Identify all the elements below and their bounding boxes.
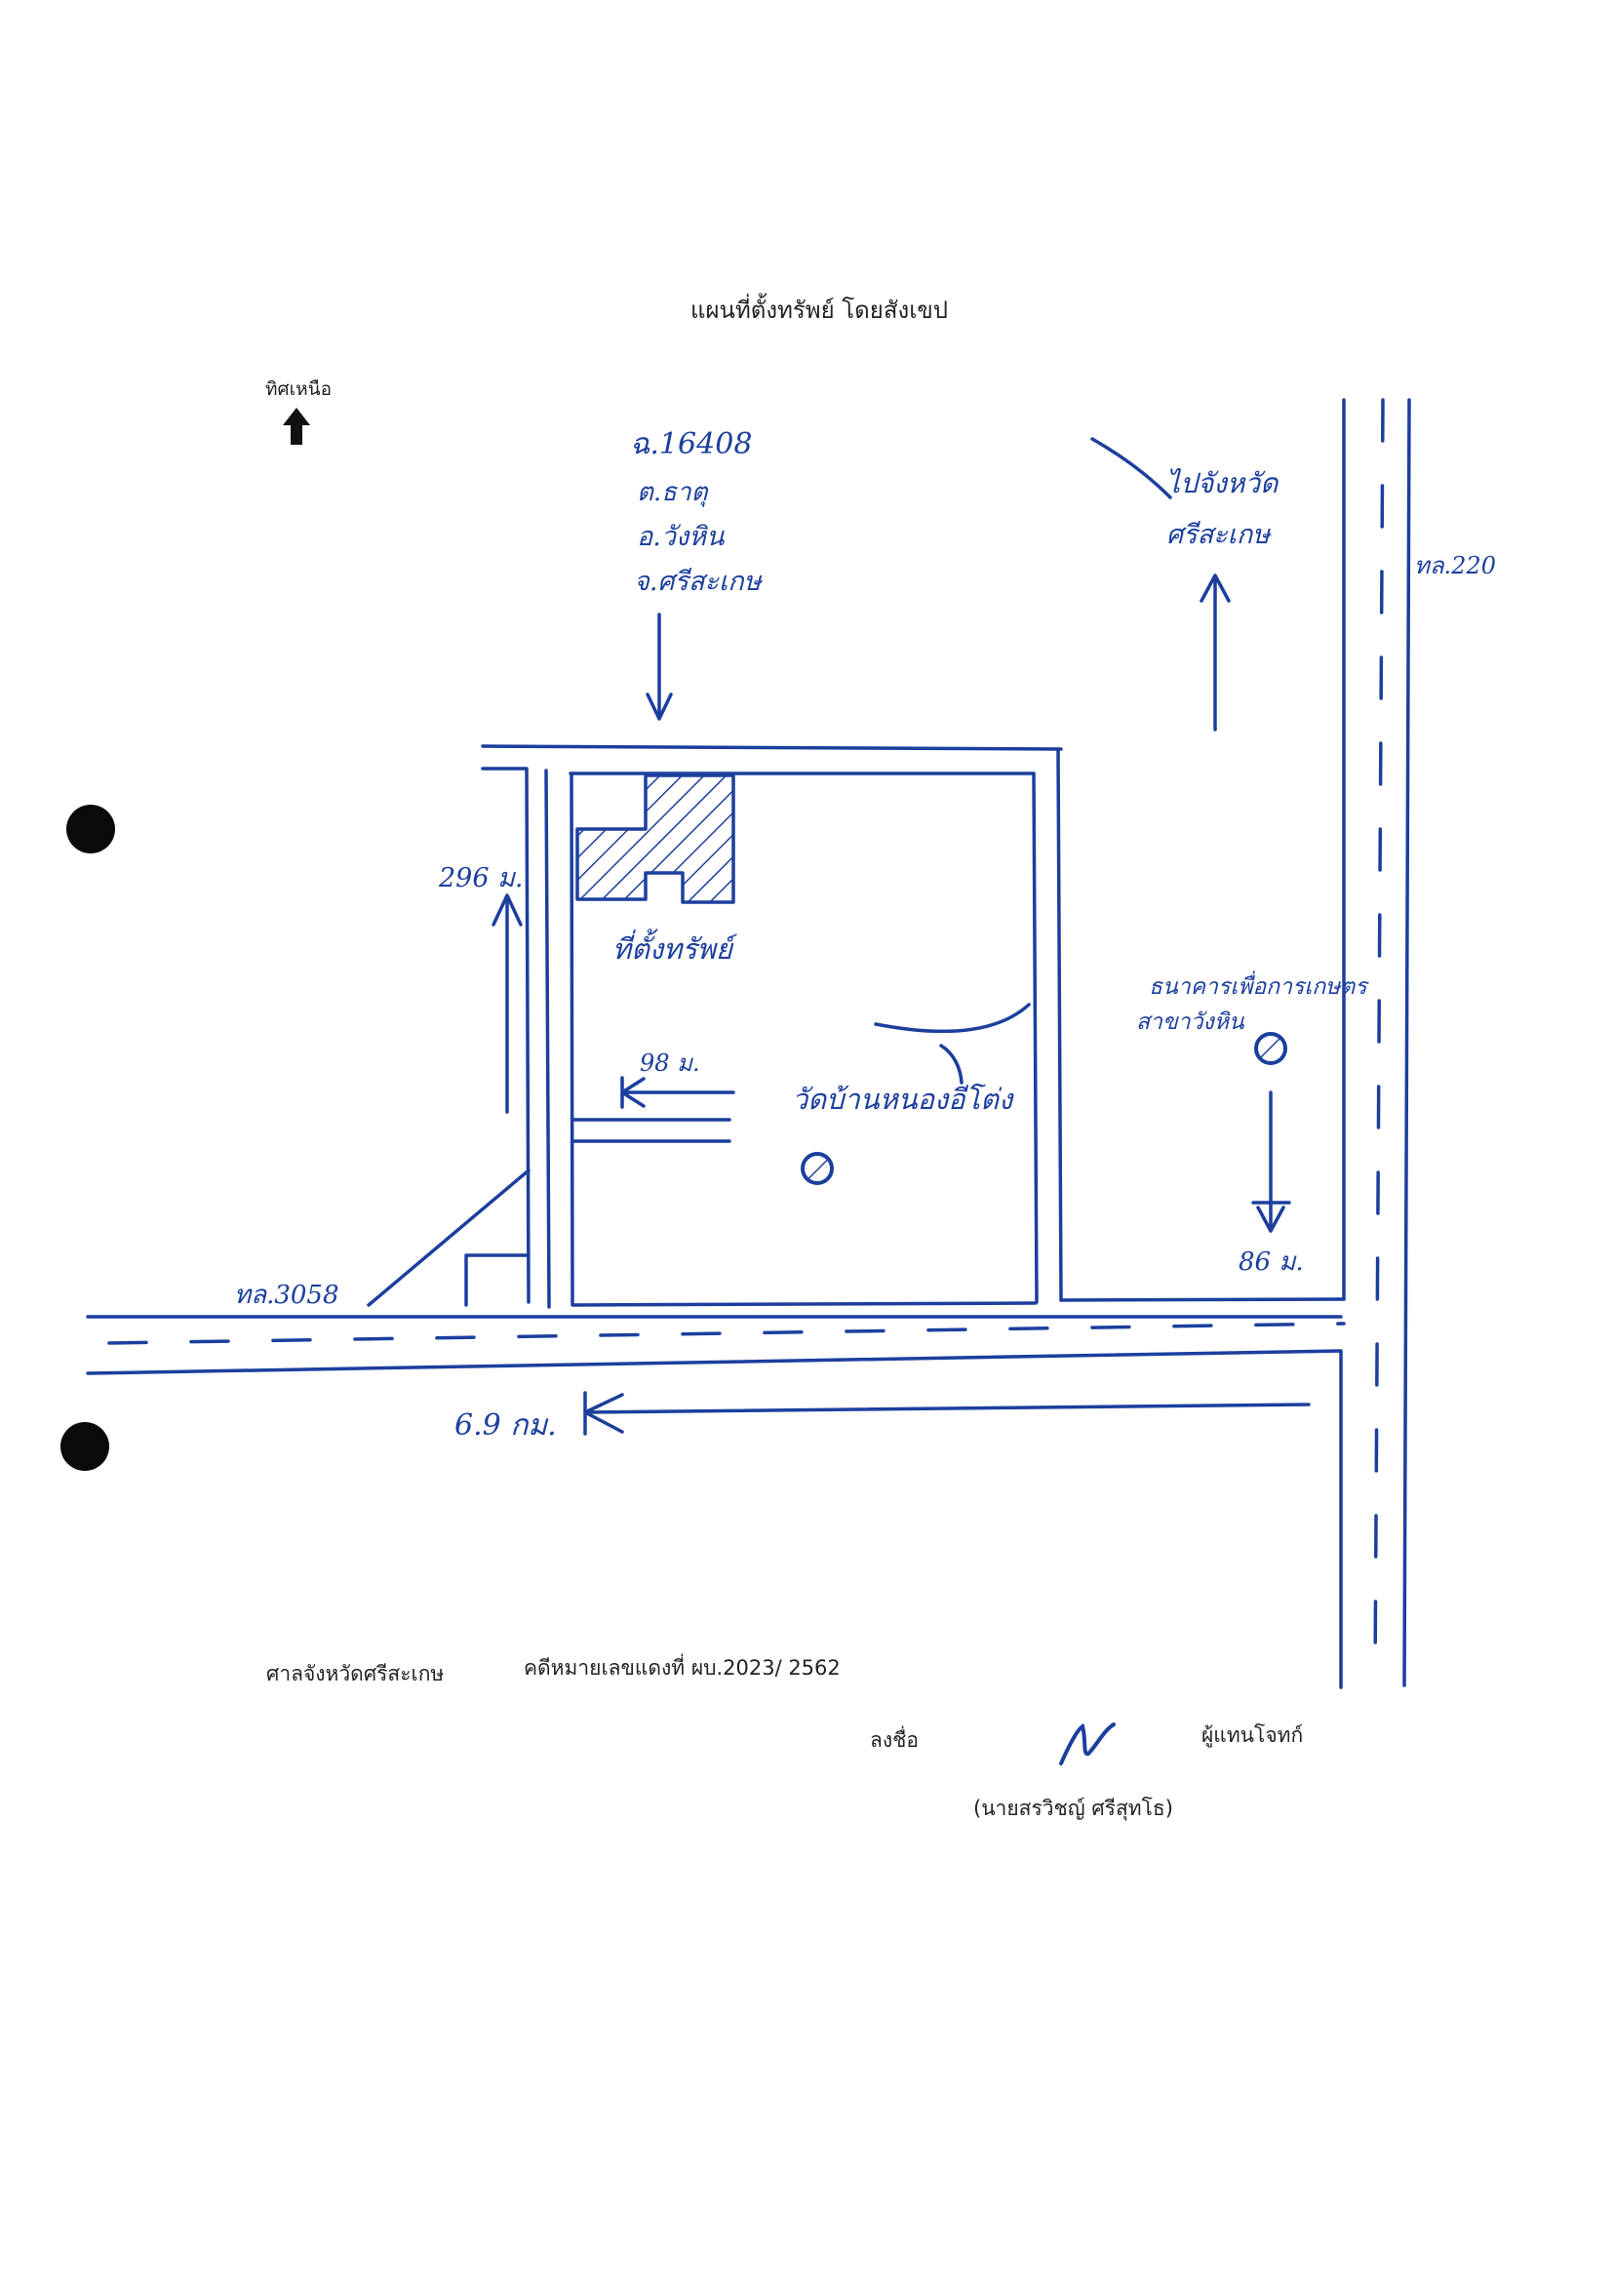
north-boundary-line	[481, 744, 1063, 751]
temple-pointer-2	[939, 1044, 964, 1085]
distance-junction-label: 6.9 กม.	[454, 1408, 557, 1443]
case-number: คดีหมายเลขแดงที่ ผบ.2023/ 2562	[524, 1656, 841, 1680]
signer-name: (นายสรวิชญ์ ศรีสุทโธ)	[973, 1797, 1173, 1820]
property-right	[1032, 772, 1039, 1304]
signer-role: ผู้แทนโจทก์	[1201, 1723, 1304, 1747]
distance-north-label: 296 ม.	[439, 863, 524, 893]
bank-line-2: สาขาวังหิน	[1136, 1009, 1244, 1035]
temple-marker	[801, 1152, 834, 1185]
dim-296-arrow	[492, 893, 523, 1114]
bank-line-1: ธนาคารเพื่อการเกษตร	[1149, 974, 1367, 1000]
deed-arrow	[646, 613, 673, 721]
dim-86-arrow	[1251, 1090, 1291, 1233]
punch-hole-bottom	[60, 1422, 109, 1471]
deed-line-3: อ.วังหิน	[637, 522, 725, 552]
north-label: ทิศเหนือ	[265, 378, 333, 400]
dim-junction-arrow	[583, 1391, 1311, 1436]
north-arrow-icon	[283, 408, 310, 445]
temple-pointer	[874, 1003, 1031, 1034]
province-curve	[1090, 437, 1172, 499]
punch-hole-top	[66, 805, 115, 853]
property-left	[570, 772, 574, 1307]
triangle-diagonal	[367, 1168, 531, 1307]
road-220-centerline	[1373, 398, 1385, 1680]
left-lane-outer	[481, 767, 531, 1304]
dim-98-arrow	[620, 1076, 735, 1109]
bank-marker	[1254, 1032, 1287, 1065]
road-3058-centerline	[107, 1322, 1346, 1345]
to-province-line-1: ไปจังหวัด	[1166, 467, 1279, 499]
road-3058-label: ทล.3058	[234, 1281, 339, 1310]
road-3058-bottom	[86, 1349, 1343, 1689]
road-220-label: ทล.220	[1414, 552, 1496, 579]
property-building	[575, 773, 735, 904]
temple-label: วัดบ้านหนองอีโต่ง	[792, 1083, 1013, 1116]
sign-label: ลงชื่อ	[870, 1728, 919, 1752]
distance-west-label: 98 ม.	[640, 1049, 700, 1077]
deed-line-4: จ.ศรีสะเกษ	[634, 567, 762, 597]
left-lane-inner	[544, 769, 551, 1309]
small-box	[464, 1253, 531, 1307]
property-location-label: ที่ตั้งทรัพย์	[612, 932, 732, 966]
distance-bank-label: 86 ม.	[1239, 1247, 1304, 1277]
page-title: แผนที่ตั้งทรัพย์ โดยสังเขป	[690, 297, 949, 324]
outer-right	[1056, 749, 1063, 1302]
province-arrow	[1200, 574, 1231, 732]
road-220-right	[1402, 398, 1411, 1687]
bank-parcel-bottom	[1059, 1297, 1346, 1302]
signature-mark	[1059, 1722, 1116, 1765]
property-bottom	[571, 1301, 1038, 1307]
court-name: ศาลจังหวัดศรีสะเกษ	[266, 1662, 445, 1685]
deed-line-1: ฉ.16408	[630, 427, 753, 461]
to-province-line-2: ศรีสะเกษ	[1166, 520, 1270, 550]
deed-line-2: ต.ธาตุ	[637, 478, 708, 507]
